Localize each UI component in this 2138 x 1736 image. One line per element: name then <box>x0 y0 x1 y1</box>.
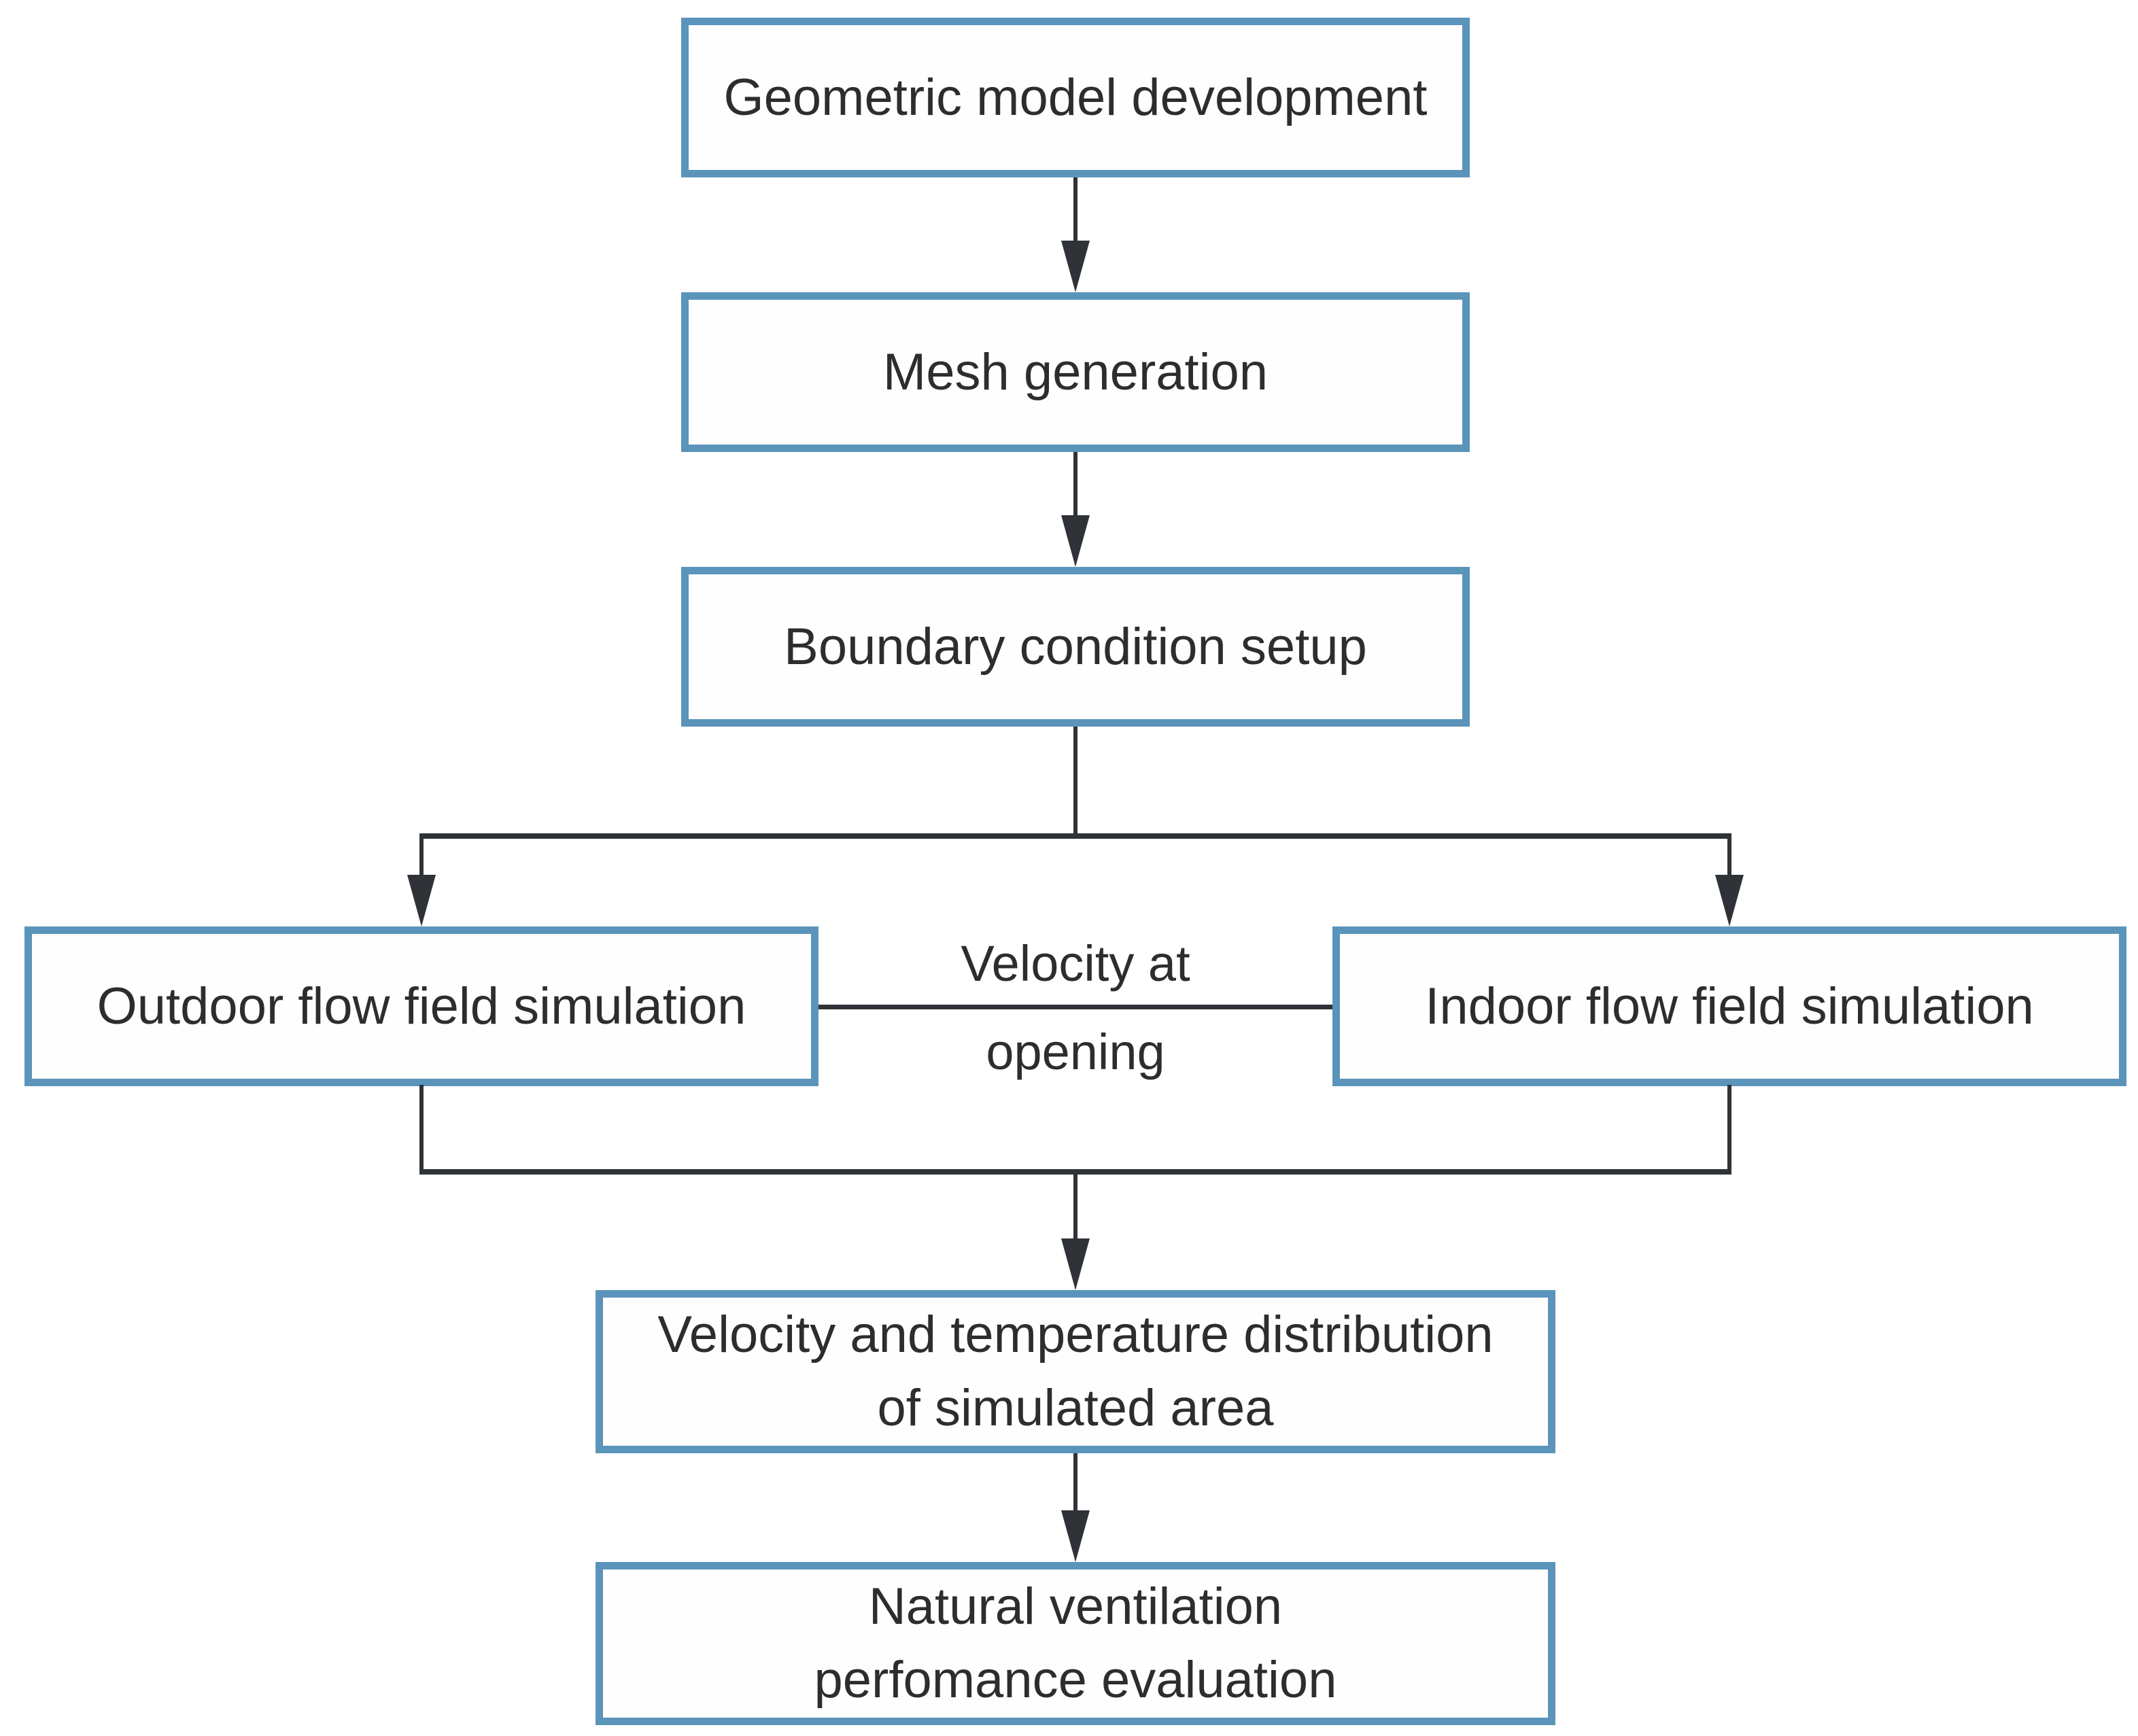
connector-outdoor-indoor-link <box>818 1005 1332 1009</box>
node-label-outdoor: Outdoor flow field simulation <box>97 977 746 1035</box>
connector-branch-right-drop <box>1727 833 1731 878</box>
node-boundary-condition-setup: Boundary condition setup <box>681 567 1470 727</box>
node-geometric-model-development: Geometric model development <box>681 18 1470 177</box>
node-label-indoor: Indoor flow field simulation <box>1425 977 2034 1035</box>
connector-vt-to-nv-stem <box>1073 1453 1077 1513</box>
node-natural-ventilation-evaluation: Natural ventilation perfomance evaluatio… <box>596 1562 1555 1725</box>
connector-branch-horizontal <box>419 833 1731 839</box>
edge-label-opening: opening <box>986 1024 1165 1080</box>
node-label-geometric: Geometric model development <box>723 68 1428 126</box>
node-label-velocity-temperature: Velocity and temperature distribution of… <box>657 1306 1494 1437</box>
node-indoor-flow-field-simulation: Indoor flow field simulation <box>1332 926 2126 1086</box>
node-velocity-temperature-distribution: Velocity and temperature distribution of… <box>596 1290 1555 1453</box>
connector-merge-stem <box>1073 1172 1077 1240</box>
arrowhead-merge-to-velocity-temperature <box>1061 1238 1090 1290</box>
connector-branch-left-drop <box>419 833 424 878</box>
node-label-natural-ventilation: Natural ventilation perfomance evaluatio… <box>814 1578 1337 1709</box>
arrowhead-geometric-to-mesh <box>1061 241 1090 292</box>
connector-indoor-merge-drop <box>1727 1085 1731 1175</box>
connector-mesh-to-boundary-stem <box>1073 452 1077 518</box>
edge-label-velocity-at: Velocity at <box>961 935 1190 992</box>
arrowhead-branch-to-outdoor <box>407 875 436 926</box>
connector-outdoor-merge-drop <box>419 1085 424 1175</box>
arrowhead-branch-to-indoor <box>1715 875 1744 926</box>
node-outdoor-flow-field-simulation: Outdoor flow field simulation <box>24 926 818 1086</box>
connector-geometric-to-mesh-stem <box>1073 177 1077 243</box>
arrowhead-mesh-to-boundary <box>1061 515 1090 567</box>
connector-boundary-branch-stem <box>1073 727 1077 839</box>
node-label-mesh: Mesh generation <box>882 343 1269 401</box>
arrowhead-vt-to-nv <box>1061 1510 1090 1562</box>
node-mesh-generation: Mesh generation <box>681 292 1470 452</box>
node-label-boundary: Boundary condition setup <box>784 617 1367 676</box>
